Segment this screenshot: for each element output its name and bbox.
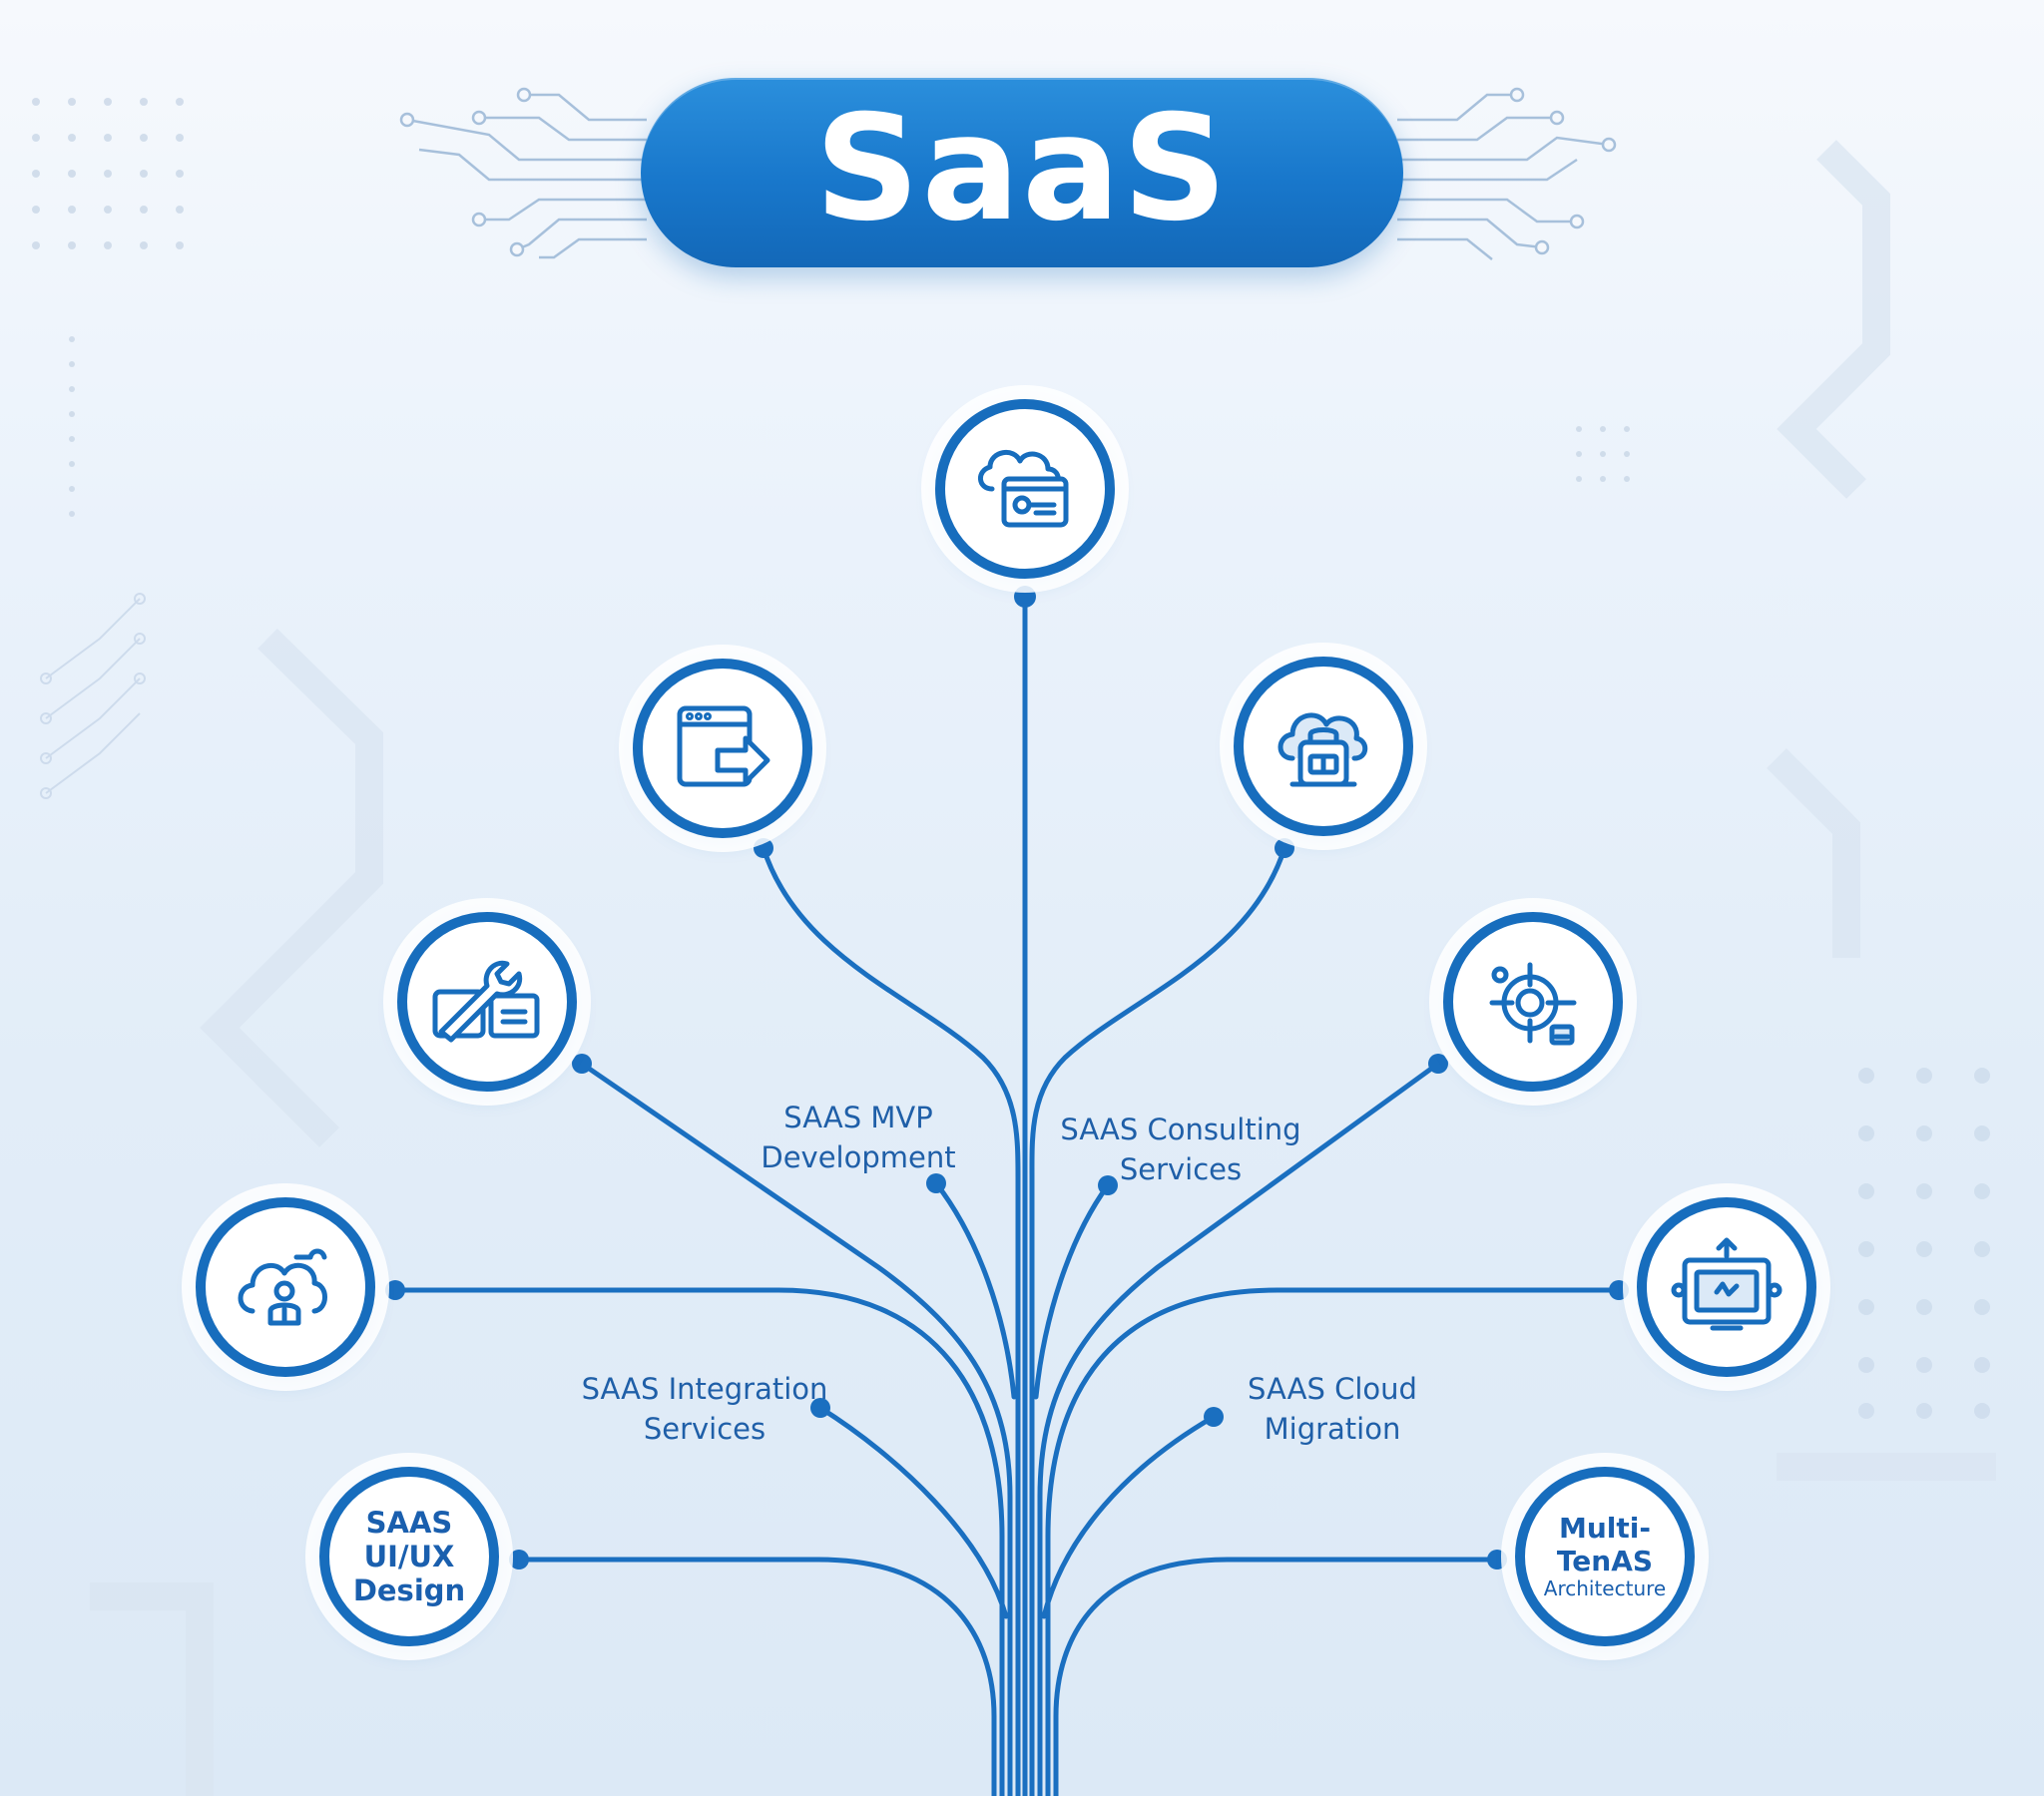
node-cloud-user [196, 1197, 375, 1377]
label-saas-consulting-services: SAAS Consulting Services [1046, 1110, 1315, 1189]
connector-mvp [933, 1180, 1017, 1400]
browser-arrow-icon [677, 705, 770, 787]
connector-upper-left [761, 845, 1021, 1796]
cloud-user-icon [238, 1248, 327, 1326]
uiux-line1: SAAS [365, 1505, 453, 1540]
label-saas-integration-services: SAAS Integration Services [555, 1369, 854, 1449]
endpoint-mid-right [1428, 1054, 1448, 1074]
node-tablet-device [1637, 1197, 1816, 1377]
target-gear-icon [1489, 962, 1577, 1046]
endpoint-bottom-left [509, 1550, 529, 1570]
endpoint-cloud-migration [1204, 1407, 1224, 1427]
consulting-line1: SAAS Consulting [1060, 1113, 1301, 1146]
multitenant-line3: Architecture [1543, 1576, 1667, 1601]
cloud-migration-line2: Migration [1264, 1412, 1401, 1446]
endpoint-mvp [926, 1173, 946, 1193]
endpoint-lower-left [385, 1280, 405, 1300]
node-saas-uiux-design: SAAS UI/UX Design [319, 1467, 499, 1646]
title-pill: SaaS [641, 78, 1403, 267]
node-cloud-key [935, 399, 1115, 579]
connector-mid-left [579, 1061, 1013, 1796]
multitenant-text: Multi- TenAS Architecture [1544, 1512, 1666, 1601]
connector-integration [817, 1405, 1009, 1619]
connector-lower-right [1045, 1287, 1622, 1796]
connector-consulting [1033, 1182, 1111, 1400]
node-multitenant-architecture: Multi- TenAS Architecture [1515, 1467, 1695, 1646]
endpoint-upper-left [754, 838, 773, 858]
node-target-gear [1443, 912, 1623, 1092]
cloud-migration-line1: SAAS Cloud [1248, 1372, 1417, 1406]
connector-lower-left [392, 1287, 1005, 1796]
connector-cloud-migration [1041, 1414, 1217, 1619]
node-cloud-backpack [1234, 657, 1413, 836]
connector-upper-right [1029, 845, 1287, 1796]
label-saas-mvp-development: SAAS MVP Development [744, 1098, 973, 1177]
endpoint-integration [810, 1398, 830, 1418]
mvp-line1: SAAS MVP [783, 1101, 933, 1134]
mvp-line2: Development [761, 1140, 956, 1174]
consulting-line2: Services [1119, 1152, 1243, 1186]
endpoint-mid-left [572, 1054, 592, 1074]
title-text: SaaS [814, 84, 1230, 253]
endpoint-lower-right [1609, 1280, 1629, 1300]
tablet-device-icon [1671, 1237, 1783, 1331]
connector-bottom-left [516, 1557, 997, 1796]
uiux-line2: UI/UX [363, 1539, 455, 1573]
connector-bottom-right [1053, 1557, 1500, 1796]
endpoint-consulting [1098, 1175, 1118, 1195]
cloud-key-icon [978, 450, 1069, 528]
endpoint-bottom-right [1487, 1550, 1507, 1570]
integration-line1: SAAS Integration [581, 1372, 828, 1406]
endpoint-top [1014, 586, 1036, 608]
multitenant-line1: Multi- [1558, 1512, 1651, 1546]
node-wrench-window [397, 912, 577, 1092]
integration-line2: Services [643, 1412, 766, 1446]
node-browser-arrow [633, 659, 812, 838]
multitenant-line2: TenAS [1556, 1545, 1654, 1578]
wrench-window-icon [432, 960, 540, 1043]
connector-mid-right [1037, 1061, 1441, 1796]
endpoint-upper-right [1275, 838, 1294, 858]
cloud-backpack-icon [1278, 712, 1368, 787]
uiux-line3: Design [352, 1573, 466, 1608]
uiux-text: SAAS UI/UX Design [353, 1506, 465, 1608]
label-saas-cloud-migration: SAAS Cloud Migration [1218, 1369, 1447, 1449]
